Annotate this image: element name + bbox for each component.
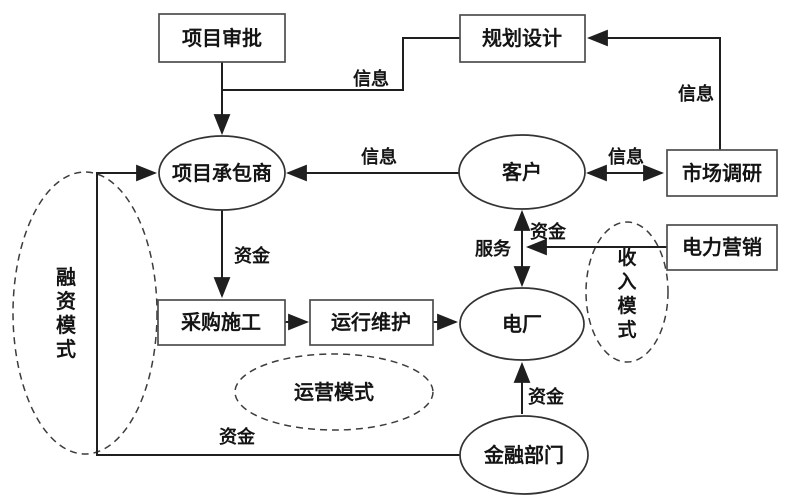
operating-mode-label: 运营模式 bbox=[294, 380, 374, 404]
customer-label: 客户 bbox=[501, 160, 542, 184]
operation-maintenance-box bbox=[309, 299, 434, 346]
label-funds-customer-plant: 资金 bbox=[530, 221, 567, 242]
node-project-approval: 项目审批 bbox=[158, 13, 286, 63]
zone-income-mode: 收入模式 bbox=[585, 221, 669, 363]
label-info-research-planning: 信息 bbox=[678, 83, 714, 104]
power-marketing-box bbox=[666, 224, 778, 271]
planning-design-box bbox=[459, 14, 586, 63]
zone-financing-mode: 融资模式 bbox=[12, 171, 158, 455]
power-marketing-label: 电力营销 bbox=[682, 235, 762, 259]
financing-mode-label: 融资模式 bbox=[56, 266, 77, 361]
market-research-box bbox=[666, 149, 778, 197]
label-info-planning: 信息 bbox=[353, 68, 389, 89]
operation-maintenance-label: 运行维护 bbox=[331, 310, 411, 334]
edge-research-to-planning bbox=[586, 29, 721, 150]
label-funds-contractor: 资金 bbox=[234, 245, 271, 266]
power-plant-ellipse bbox=[459, 287, 585, 361]
node-operation-maintenance: 运行维护 bbox=[309, 299, 434, 346]
label-funds-finance-contractor: 资金 bbox=[219, 426, 256, 447]
edge-planning-branch bbox=[222, 37, 460, 91]
project-contractor-ellipse bbox=[158, 135, 286, 211]
node-power-plant: 电厂 bbox=[459, 287, 585, 361]
node-market-research: 市场调研 bbox=[666, 149, 778, 197]
label-info-customer-contractor: 信息 bbox=[361, 146, 397, 167]
node-customer: 客户 bbox=[458, 134, 586, 210]
label-service-plant-customer: 服务 bbox=[475, 238, 512, 259]
finance-department-ellipse bbox=[459, 415, 589, 495]
financing-mode-ellipse bbox=[12, 171, 158, 455]
customer-ellipse bbox=[458, 134, 586, 210]
finance-department-label: 金融部门 bbox=[483, 443, 564, 467]
label-funds-finance-plant: 资金 bbox=[528, 386, 565, 407]
project-approval-box bbox=[158, 13, 286, 63]
market-research-label: 市场调研 bbox=[682, 161, 762, 185]
project-contractor-label: 项目承包商 bbox=[172, 161, 272, 185]
node-project-contractor: 项目承包商 bbox=[158, 135, 286, 211]
zone-operating-mode: 运营模式 bbox=[234, 353, 434, 431]
edge-finance-to-contractor bbox=[96, 164, 460, 456]
node-finance-department: 金融部门 bbox=[459, 415, 589, 495]
procurement-construction-label: 采购施工 bbox=[181, 310, 261, 334]
income-mode-ellipse bbox=[585, 221, 669, 363]
power-plant-label: 电厂 bbox=[502, 313, 542, 336]
procurement-construction-box bbox=[157, 299, 286, 346]
project-approval-label: 项目审批 bbox=[182, 26, 262, 50]
node-planning-design: 规划设计 bbox=[459, 14, 586, 63]
node-procurement-construction: 采购施工 bbox=[157, 299, 286, 346]
income-mode-label: 收入模式 bbox=[617, 246, 637, 341]
label-info-customer-research: 信息 bbox=[608, 146, 644, 167]
planning-design-label: 规划设计 bbox=[482, 27, 562, 50]
operating-mode-ellipse bbox=[234, 353, 434, 431]
node-power-marketing: 电力营销 bbox=[666, 224, 778, 271]
